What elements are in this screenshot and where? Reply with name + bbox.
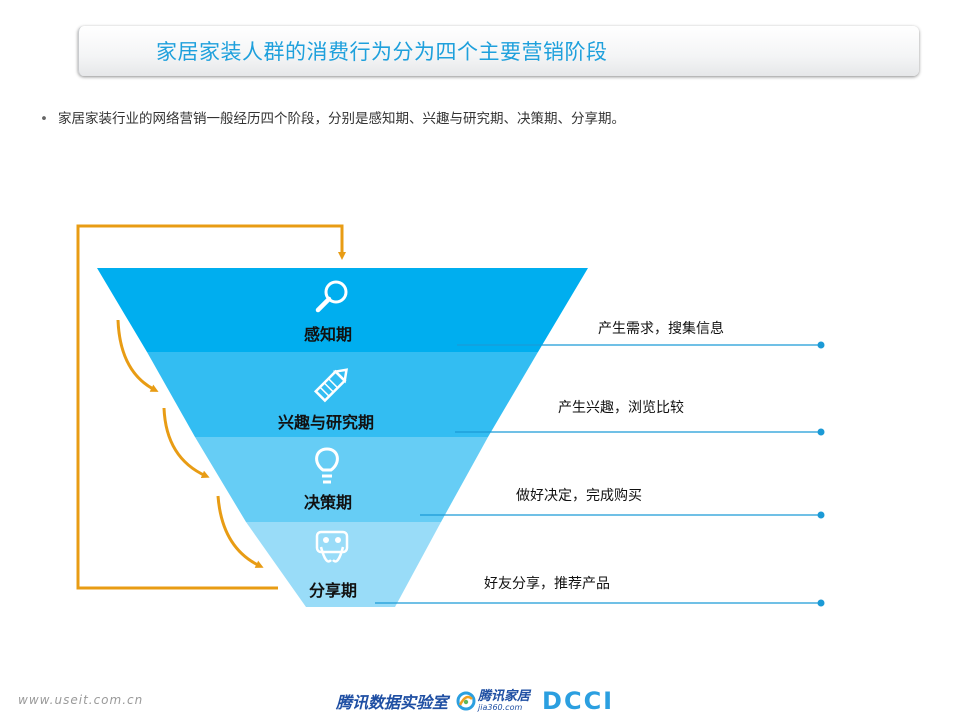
logo-dcci: DCCI: [542, 687, 615, 715]
logo-tencent-home: 腾讯家居 jia360.com: [456, 690, 530, 712]
transition-arrow-2: [162, 407, 210, 479]
footer-url: www.useit.com.cn: [18, 693, 144, 707]
loop-arrow: [76, 224, 346, 590]
lightbulb-icon: [315, 447, 339, 484]
stage-label-decision: 决策期: [303, 493, 352, 512]
stage-label-awareness: 感知期: [303, 325, 352, 344]
intro-text-body: 家居家装行业的网络营销一般经历四个阶段，分别是感知期、兴趣与研究期、决策期、分享…: [57, 111, 625, 127]
stage-description-decision: 做好决定，完成购买: [516, 488, 642, 504]
funnel-layer-decision: [195, 437, 488, 522]
leader-line-2: [455, 428, 825, 436]
stage-description-interest: 产生兴趣，浏览比较: [558, 400, 684, 416]
leader-line-4: [375, 599, 825, 607]
funnel-layer-awareness: [97, 268, 588, 352]
transition-arrow-1: [116, 319, 159, 392]
footer-logos: 腾讯数据实验室 腾讯家居 jia360.com DCCI: [336, 686, 614, 716]
stage-description-awareness: 产生需求，搜集信息: [598, 321, 724, 337]
stage-label-interest: 兴趣与研究期: [277, 413, 374, 432]
leader-line-3: [420, 511, 825, 519]
swirl-icon: [456, 691, 476, 711]
title-bar: 家居家装人群的消费行为分为四个主要营销阶段: [78, 26, 919, 76]
search-icon: [315, 280, 348, 313]
share-icon: [315, 530, 349, 563]
page-title: 家居家装人群的消费行为分为四个主要营销阶段: [156, 40, 608, 64]
intro-text: • 家居家装行业的网络营销一般经历四个阶段，分别是感知期、兴趣与研究期、决策期、分…: [40, 107, 625, 127]
stage-description-share: 好友分享，推荐产品: [484, 576, 610, 592]
stage-label-share: 分享期: [308, 581, 357, 600]
leader-line-1: [457, 341, 825, 349]
logo-tencent-data-lab: 腾讯数据实验室: [336, 693, 449, 712]
pencil-icon: [313, 368, 349, 403]
funnel-layer-interest: [147, 352, 538, 437]
bullet-icon: •: [40, 111, 48, 127]
logo-home-sub: jia360.com: [478, 703, 523, 712]
transition-arrow-3: [216, 495, 264, 568]
funnel-layer-share: [246, 522, 441, 607]
logo-home-name: 腾讯家居: [478, 689, 531, 704]
